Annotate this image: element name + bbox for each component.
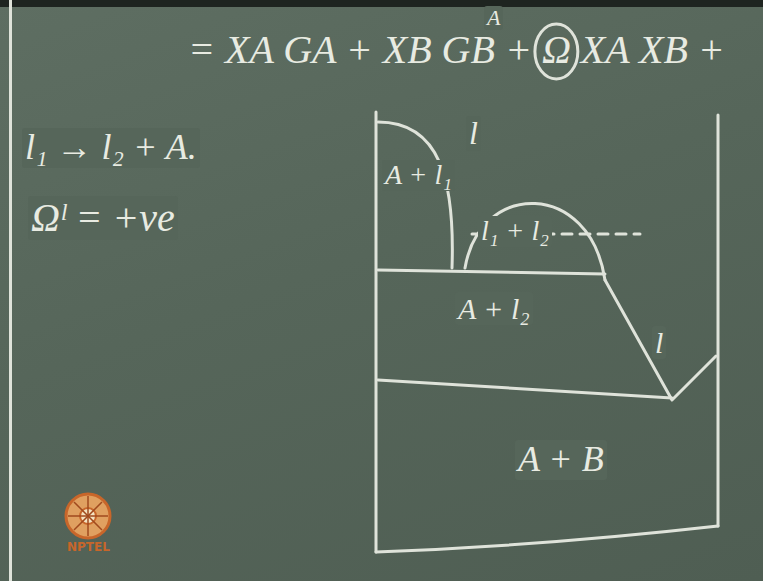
board-frame xyxy=(9,0,12,581)
phase-label: l₁ + l₂ xyxy=(478,216,552,247)
logo-text: NPTEL xyxy=(64,541,113,554)
phase-label: A + l₁ xyxy=(382,160,455,191)
bottom-axis xyxy=(376,526,718,552)
board-top-edge xyxy=(0,0,763,7)
liquidus-curve xyxy=(378,122,452,268)
left-axis xyxy=(375,112,378,552)
interaction-note: Ωˡ = +ve xyxy=(28,196,178,240)
nptel-logo xyxy=(66,494,110,538)
free-energy-equation: = XA GA + XB GB + Ω XA XB + xyxy=(185,28,728,72)
phase-label: l xyxy=(466,116,481,151)
miscibility-gap xyxy=(465,203,605,280)
corner-letter: A xyxy=(484,6,503,30)
monotectic-line xyxy=(378,270,605,274)
liquidus-curve xyxy=(605,280,716,400)
phase-label: A + B xyxy=(515,440,607,480)
phase-label: A + l₂ xyxy=(455,292,533,325)
phase-label: l xyxy=(652,326,666,359)
eutectic-line xyxy=(378,380,672,398)
right-axis xyxy=(717,115,720,526)
reaction-note: l₁ → l₂ + A. xyxy=(22,128,200,168)
